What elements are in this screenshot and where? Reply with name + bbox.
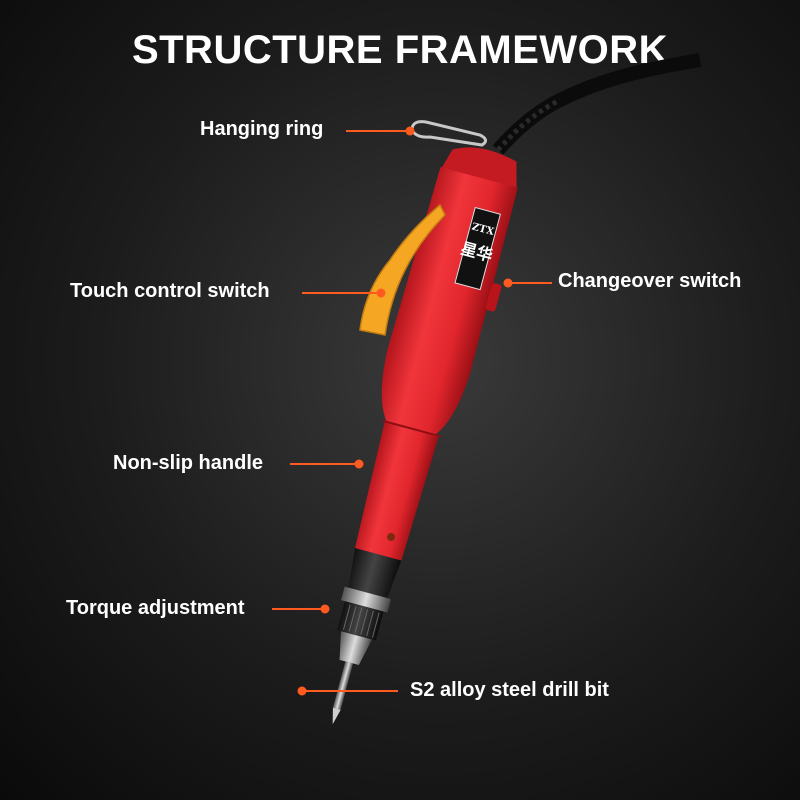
label-touch-control-switch: Touch control switch: [70, 280, 270, 302]
label-non-slip-handle: Non-slip handle: [113, 452, 263, 474]
label-s2-bit: S2 alloy steel drill bit: [410, 679, 609, 701]
power-cable: [492, 53, 702, 155]
hanging-ring: [410, 120, 487, 147]
screwdriver-body: ZTX 星华: [332, 147, 518, 725]
changeover-switch: [485, 283, 502, 312]
drill-bit: [332, 661, 354, 710]
touch-control-switch: [359, 203, 446, 336]
non-slip-handle: [355, 421, 439, 563]
brand-plate: [454, 206, 501, 291]
label-hanging-ring: Hanging ring: [200, 118, 324, 140]
page-title: STRUCTURE FRAMEWORK: [131, 28, 669, 72]
label-torque-adjustment: Torque adjustment: [66, 597, 245, 619]
torque-adjustment-ring: [341, 586, 392, 613]
label-changeover-switch: Changeover switch: [558, 270, 742, 292]
